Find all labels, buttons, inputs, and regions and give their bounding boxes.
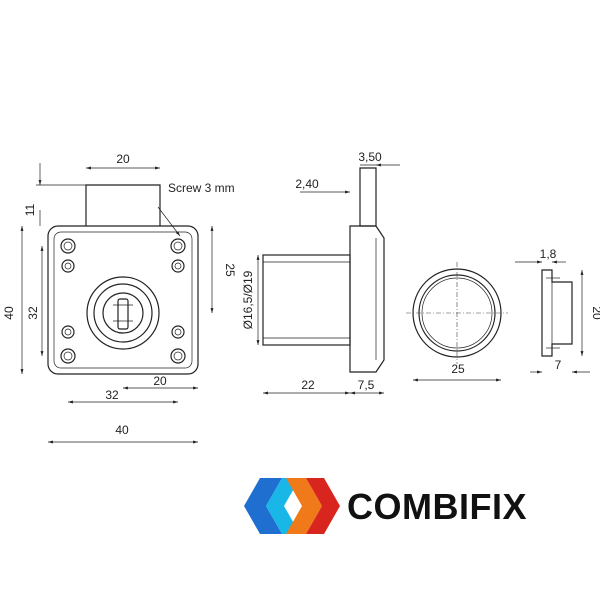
combifix-logo: COMBIFIX xyxy=(244,478,527,534)
dim-body-depth: 7,5 xyxy=(358,378,375,392)
dim-right-offset: 20 xyxy=(153,374,167,388)
bolt-side xyxy=(359,167,377,227)
logo-mark-icon xyxy=(244,478,340,534)
rosette-side-view: 1,8 20 7 xyxy=(515,247,600,374)
lock-body-side xyxy=(349,225,385,373)
dim-top-height: 11 xyxy=(23,203,37,216)
rosette-front-view: 25 xyxy=(406,262,508,382)
side-view: 3,50 2,40 Ø16,5/Ø19 22 7,5 xyxy=(241,150,400,395)
lock-plate-inner xyxy=(53,231,193,369)
dim-flange-offset: 2,40 xyxy=(295,177,319,191)
key-cylinder xyxy=(86,276,160,350)
screw-holes xyxy=(60,238,186,364)
lock-plate-outer xyxy=(47,225,199,375)
dim-rosette-lip: 1,8 xyxy=(540,247,557,261)
dim-right-height: 25 xyxy=(223,263,237,277)
dim-rosette-diameter: 25 xyxy=(451,362,465,376)
dim-overall-height: 40 xyxy=(2,306,16,320)
screw-note: Screw 3 mm xyxy=(168,181,235,195)
dim-overall-width: 40 xyxy=(115,423,129,437)
front-dimensions: 20 Screw 3 mm 11 40 32 25 32 20 40 xyxy=(2,152,237,444)
dim-hole-horizontal: 32 xyxy=(105,388,119,402)
dim-cylinder-length: 22 xyxy=(301,378,315,392)
dim-cylinder-diameter: Ø16,5/Ø19 xyxy=(241,270,255,329)
front-view: 20 Screw 3 mm 11 40 32 25 32 20 40 xyxy=(2,152,237,444)
brand-name: COMBIFIX xyxy=(347,486,527,527)
dim-rosette-depth: 7 xyxy=(555,358,562,372)
dim-rosette-height: 20 xyxy=(590,306,600,320)
side-dimensions: 3,50 2,40 Ø16,5/Ø19 22 7,5 xyxy=(241,150,400,395)
dim-hole-vertical: 32 xyxy=(26,306,40,320)
dim-top-width: 20 xyxy=(116,152,130,166)
dim-plate-thickness: 3,50 xyxy=(358,150,382,164)
cylinder-side xyxy=(262,254,351,346)
lock-bolt-outline xyxy=(85,184,161,226)
